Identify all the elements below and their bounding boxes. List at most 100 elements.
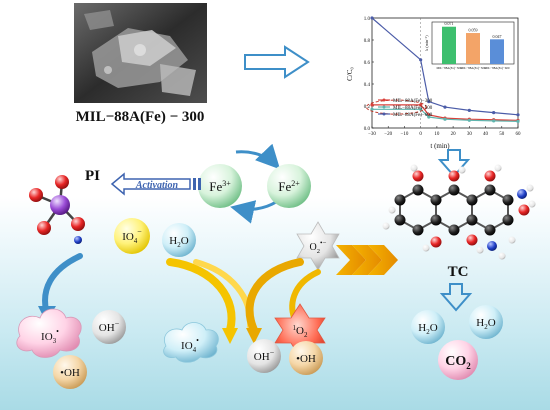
carbon-atom xyxy=(394,214,406,226)
data-point xyxy=(516,113,520,117)
svg-text:Fe2+: Fe2+ xyxy=(278,179,300,194)
y-tick-label: 0.0 xyxy=(364,127,371,132)
oxygen-atom xyxy=(466,234,478,246)
io3-radical-cloud: IO3• xyxy=(16,308,82,358)
h2o-sphere: H2O xyxy=(162,223,196,257)
oxygen-atom xyxy=(518,204,530,216)
fe3-sphere: Fe3+ xyxy=(198,164,242,208)
inset-bar xyxy=(466,33,480,64)
svg-text:Fe3+: Fe3+ xyxy=(209,179,231,194)
fe3-label: Fe xyxy=(209,179,222,194)
adsorption-highlight xyxy=(365,99,427,115)
carbon-atom xyxy=(412,184,424,196)
nitrogen-atom xyxy=(487,241,497,251)
carbon-atom xyxy=(394,194,406,206)
pi-label: PI xyxy=(85,168,100,184)
fe3-sup: 3+ xyxy=(222,179,231,188)
carbon-atom xyxy=(448,184,460,196)
data-point xyxy=(370,107,374,111)
x-tick-label: 30 xyxy=(467,132,473,137)
arrow-to-chart xyxy=(244,45,310,79)
inset-category-label: MIL−88A(Fe)−600 xyxy=(484,66,509,70)
oxygen-atom xyxy=(412,170,424,182)
x-tick-label: −10 xyxy=(401,132,409,137)
nitrogen-atom xyxy=(517,189,527,199)
y-tick-label: 0.2 xyxy=(364,105,371,110)
fe-cycle xyxy=(230,143,281,224)
legend-marker xyxy=(382,112,386,116)
tc-label: TC xyxy=(448,264,469,280)
svg-text:H2O: H2O xyxy=(418,322,437,336)
legend-label: MIL−88A(Fe)−600 xyxy=(393,113,433,118)
x-tick-label: 20 xyxy=(451,132,457,137)
sem-label: MIL−88A(Fe) − 300 xyxy=(76,109,205,125)
io4-radical-cloud: IO4• xyxy=(163,322,219,363)
data-point xyxy=(492,119,496,123)
chart-y-label: C/C₀ xyxy=(346,67,354,81)
hydroxide-sphere-left: OH− xyxy=(92,310,126,344)
arrow-to-products xyxy=(439,283,473,312)
inset-bar-label: 0.071 xyxy=(445,21,454,26)
inset-category-label: MIL−88A(Fe)−500 xyxy=(460,66,485,70)
hydrogen-atom xyxy=(498,252,506,260)
superoxide-star: O2•− xyxy=(296,221,340,271)
co2-sphere: CO2 xyxy=(438,340,478,380)
data-point xyxy=(370,16,374,20)
oxygen-atom xyxy=(29,188,43,202)
svg-text:OH−: OH− xyxy=(99,319,120,334)
y-tick-label: 0.6 xyxy=(364,61,371,66)
data-point xyxy=(443,105,447,109)
svg-text:CO2: CO2 xyxy=(445,354,471,371)
inset-bar-label: 0.047 xyxy=(493,34,502,39)
fe2-sphere: Fe2+ xyxy=(267,164,311,208)
chevron-arrows xyxy=(336,245,398,275)
fe2-label: Fe xyxy=(278,179,291,194)
pi-molecule xyxy=(29,175,85,244)
svg-text:•OH: •OH xyxy=(296,353,316,365)
svg-text:IO4•: IO4• xyxy=(181,336,199,354)
data-point xyxy=(443,117,447,121)
x-tick-label: −30 xyxy=(368,132,376,137)
hydrogen-atom xyxy=(382,222,390,230)
x-tick-label: 40 xyxy=(483,132,489,137)
hydrogen-atom xyxy=(422,244,430,252)
data-point xyxy=(370,103,374,107)
data-point xyxy=(419,103,423,107)
hydroxyl-radical-left: •OH xyxy=(53,355,87,389)
y-tick-label: 0.8 xyxy=(364,39,371,44)
hydrogen-atom xyxy=(508,236,516,244)
carbon-atom xyxy=(502,214,514,226)
carbon-atom xyxy=(466,214,478,226)
y-tick-label: 0.4 xyxy=(364,83,371,88)
carbon-atom xyxy=(466,194,478,206)
io4-minus-sphere: IO4− xyxy=(114,218,150,254)
data-point xyxy=(427,115,431,119)
x-tick-label: −20 xyxy=(384,132,392,137)
legend-marker xyxy=(382,105,386,109)
hydrogen-atom xyxy=(388,206,396,214)
svg-text:H2O: H2O xyxy=(169,235,188,249)
data-point xyxy=(492,111,496,115)
hydrogen-atom xyxy=(494,164,502,172)
data-point xyxy=(467,118,471,122)
inset-bar xyxy=(442,26,456,65)
tc-molecule xyxy=(382,164,536,260)
svg-text:IO3•: IO3• xyxy=(41,327,59,345)
svg-text:IO4−: IO4− xyxy=(122,227,142,245)
y-tick-label: 1.0 xyxy=(364,17,371,22)
activation-label: Activation xyxy=(135,180,179,191)
legend-label: MIL−88A(Fe)−300 xyxy=(393,99,433,104)
svg-text:•OH: •OH xyxy=(60,367,80,379)
oxygen-atom xyxy=(55,175,69,189)
data-point xyxy=(419,107,423,111)
x-tick-label: 10 xyxy=(434,132,440,137)
hydroxyl-radical-mid: •OH xyxy=(289,341,323,375)
hydrogen-atom xyxy=(410,164,418,172)
svg-text:H2O: H2O xyxy=(476,317,495,331)
svg-text:1O2: 1O2 xyxy=(293,324,308,339)
oxygen-atom xyxy=(430,236,442,248)
inset-category-label: MIL−88A(Fe)−300 xyxy=(436,66,461,70)
legend-label: MIL−88A(Fe)−500 xyxy=(393,106,433,111)
